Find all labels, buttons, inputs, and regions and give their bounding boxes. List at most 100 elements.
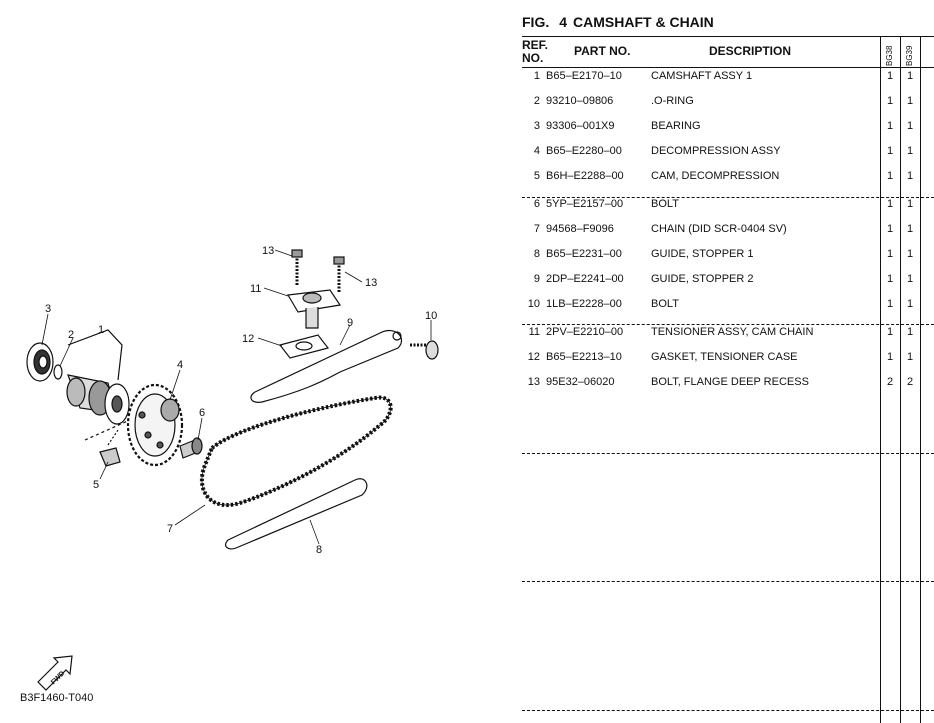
table-header-rule — [522, 67, 934, 68]
callout-13: 13 — [262, 245, 274, 257]
figure-label: FIG. — [522, 14, 550, 30]
header-ref-no: REF. NO. — [522, 39, 548, 65]
description-cell: GASKET, TENSIONER CASE — [651, 351, 798, 363]
part-no-cell: B65–E2213–10 — [546, 351, 622, 363]
qty-model-2-cell: 1 — [906, 120, 914, 132]
decompression-cam-part — [99, 447, 121, 467]
callout-11: 11 — [250, 283, 261, 295]
qty-model-2-cell: 1 — [906, 198, 914, 210]
callout-5: 5 — [93, 479, 99, 491]
qty-model-1-cell: 1 — [886, 351, 894, 363]
callout-13-second: 13 — [365, 277, 377, 289]
callout-4: 4 — [177, 359, 183, 371]
part-no-cell: 95E32–06020 — [546, 376, 615, 388]
qty-model-2-cell: 1 — [906, 248, 914, 260]
fwd-arrow-icon — [37, 655, 73, 691]
group-divider-5 — [522, 710, 934, 711]
tensioner-assy-part — [287, 289, 342, 329]
flange-bolt-part — [291, 249, 345, 292]
guide-stopper-1-part — [224, 478, 368, 550]
camshaft-part — [66, 374, 130, 425]
qty-model-2-cell: 1 — [906, 273, 914, 285]
part-no-cell: B6H–E2288–00 — [546, 170, 624, 182]
qty-model-2-cell: 1 — [906, 95, 914, 107]
ref-no-cell: 8 — [533, 248, 540, 260]
callout-12: 12 — [242, 333, 254, 345]
qty-model-2-cell: 1 — [906, 145, 914, 157]
qty-model-1-cell: 1 — [886, 70, 894, 82]
qty-model-1-cell: 1 — [886, 273, 894, 285]
qty-model-1-cell: 1 — [886, 326, 894, 338]
guide-stopper-2-part — [250, 329, 403, 403]
qty-model-1-cell: 2 — [886, 376, 894, 388]
qty-model-1-cell: 1 — [886, 248, 894, 260]
callout-2: 2 — [68, 329, 74, 341]
description-cell: CAM, DECOMPRESSION — [651, 170, 780, 182]
description-cell: CAMSHAFT ASSY 1 — [651, 70, 753, 82]
column-rule-3 — [920, 36, 921, 723]
description-cell: TENSIONER ASSY, CAM CHAIN — [651, 326, 814, 338]
description-cell: CHAIN (DID SCR-0404 SV) — [651, 223, 787, 235]
sprocket-part — [126, 383, 184, 467]
description-cell: BEARING — [651, 120, 701, 132]
part-no-cell: B65–E2231–00 — [546, 248, 622, 260]
part-no-cell: 1LB–E2228–00 — [546, 298, 622, 310]
group-divider-2 — [522, 324, 934, 325]
qty-model-1-cell: 1 — [886, 298, 894, 310]
qty-model-1-cell: 1 — [886, 223, 894, 235]
figure-number: 4 — [559, 14, 568, 30]
ref-no-cell: 10 — [527, 298, 540, 310]
description-cell: BOLT — [651, 298, 679, 310]
description-cell: BOLT, FLANGE DEEP RECESS — [651, 376, 809, 388]
qty-model-2-cell: 1 — [906, 298, 914, 310]
ref-no-cell: 2 — [533, 95, 540, 107]
header-model-2: BG39 — [905, 45, 914, 66]
callout-7: 7 — [167, 523, 173, 535]
header-model-1: BG38 — [885, 45, 894, 66]
part-no-cell: 93210–09806 — [546, 95, 614, 107]
header-ref-line1: REF. — [522, 38, 549, 52]
description-cell: .O-RING — [651, 95, 694, 107]
figure-title: CAMSHAFT & CHAIN — [573, 14, 714, 30]
group-divider-1 — [522, 197, 934, 198]
ref-no-cell: 1 — [533, 70, 540, 82]
ref-no-cell: 11 — [528, 326, 540, 338]
part-no-cell: 2DP–E2241–00 — [546, 273, 624, 285]
qty-model-2-cell: 1 — [906, 223, 914, 235]
ref-no-cell: 5 — [533, 170, 540, 182]
column-rule-1 — [880, 36, 881, 723]
ref-no-cell: 9 — [533, 273, 540, 285]
description-cell: GUIDE, STOPPER 2 — [651, 273, 754, 285]
exploded-parts-diagram: 1 2 3 4 5 6 7 8 9 10 11 12 13 13 FWD — [26, 245, 439, 691]
callout-6: 6 — [199, 407, 205, 419]
tensioner-gasket-part — [278, 334, 330, 359]
bearing-part — [26, 342, 54, 382]
ref-no-cell: 12 — [527, 351, 540, 363]
header-ref-line2: NO. — [522, 51, 544, 65]
callout-8: 8 — [316, 544, 322, 556]
table-top-rule — [522, 36, 934, 37]
qty-model-1-cell: 1 — [886, 145, 894, 157]
qty-model-2-cell: 1 — [906, 70, 914, 82]
header-description: DESCRIPTION — [709, 44, 792, 58]
group-divider-3 — [522, 453, 934, 454]
figure-heading: FIG. 4 CAMSHAFT & CHAIN — [522, 14, 714, 30]
part-no-cell: 94568–F9096 — [546, 223, 614, 235]
part-no-cell: 93306–001X9 — [546, 120, 615, 132]
ref-no-cell: 7 — [533, 223, 540, 235]
ref-no-cell: 3 — [533, 120, 540, 132]
part-no-cell: 2PV–E2210–00 — [546, 326, 624, 338]
qty-model-2-cell: 1 — [906, 326, 914, 338]
qty-model-1-cell: 1 — [886, 120, 894, 132]
qty-model-2-cell: 1 — [906, 351, 914, 363]
description-cell: GUIDE, STOPPER 1 — [651, 248, 754, 260]
column-rule-2 — [900, 36, 901, 723]
qty-model-1-cell: 1 — [886, 198, 894, 210]
part-no-cell: B65–E2280–00 — [546, 145, 622, 157]
header-part-no: PART NO. — [574, 44, 631, 58]
callout-10: 10 — [425, 310, 437, 322]
callout-1: 1 — [98, 324, 104, 336]
qty-model-2-cell: 1 — [906, 170, 914, 182]
qty-model-1-cell: 1 — [886, 95, 894, 107]
description-cell: BOLT — [651, 198, 679, 210]
